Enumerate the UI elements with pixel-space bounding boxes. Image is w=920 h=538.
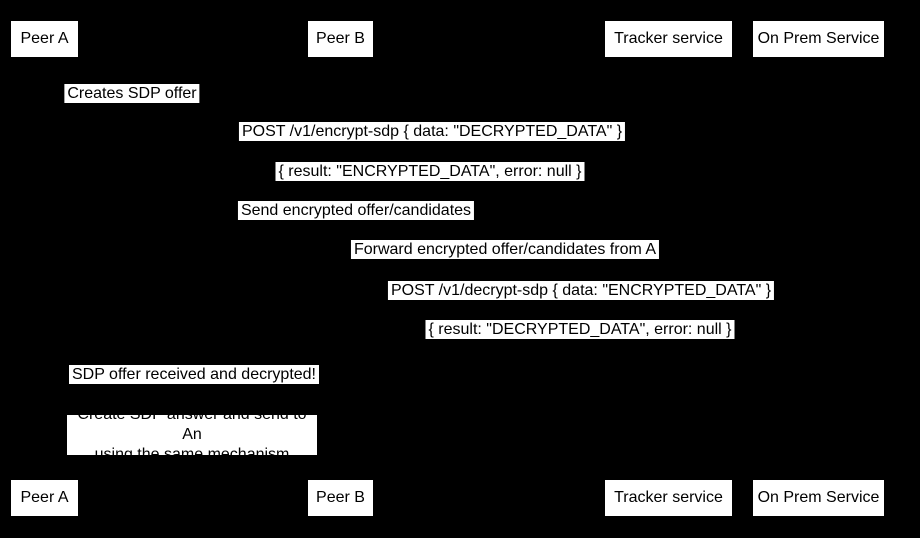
participant-tracker-service-top: Tracker service [605, 21, 732, 57]
message-decrypt-result: { result: "DECRYPTED_DATA", error: null … [425, 320, 735, 339]
message-creates-sdp-offer: Creates SDP offer [64, 84, 200, 103]
message-forward-encrypted-offer: Forward encrypted offer/candidates from … [350, 240, 660, 259]
note-line-2: using the same mechanism [94, 446, 290, 463]
message-encrypt-result: { result: "ENCRYPTED_DATA", error: null … [275, 162, 585, 181]
note-create-sdp-answer: Create SDP answer and send to An using t… [67, 406, 317, 463]
message-sdp-offer-received: SDP offer received and decrypted! [69, 365, 319, 384]
participant-on-prem-service-top: On Prem Service [753, 21, 884, 57]
participant-peer-a-bottom: Peer A [11, 480, 78, 516]
note-line-1: Create SDP answer and send to An [77, 406, 307, 443]
participant-peer-b-bottom: Peer B [308, 480, 373, 516]
participant-tracker-service-bottom: Tracker service [605, 480, 732, 516]
message-post-encrypt-sdp: POST /v1/encrypt-sdp { data: "DECRYPTED_… [238, 122, 626, 141]
participant-peer-a-top: Peer A [11, 21, 78, 57]
message-post-decrypt-sdp: POST /v1/decrypt-sdp { data: "ENCRYPTED_… [387, 281, 775, 300]
participant-peer-b-top: Peer B [308, 21, 373, 57]
participant-on-prem-service-bottom: On Prem Service [753, 480, 884, 516]
message-send-encrypted-offer: Send encrypted offer/candidates [237, 201, 475, 220]
